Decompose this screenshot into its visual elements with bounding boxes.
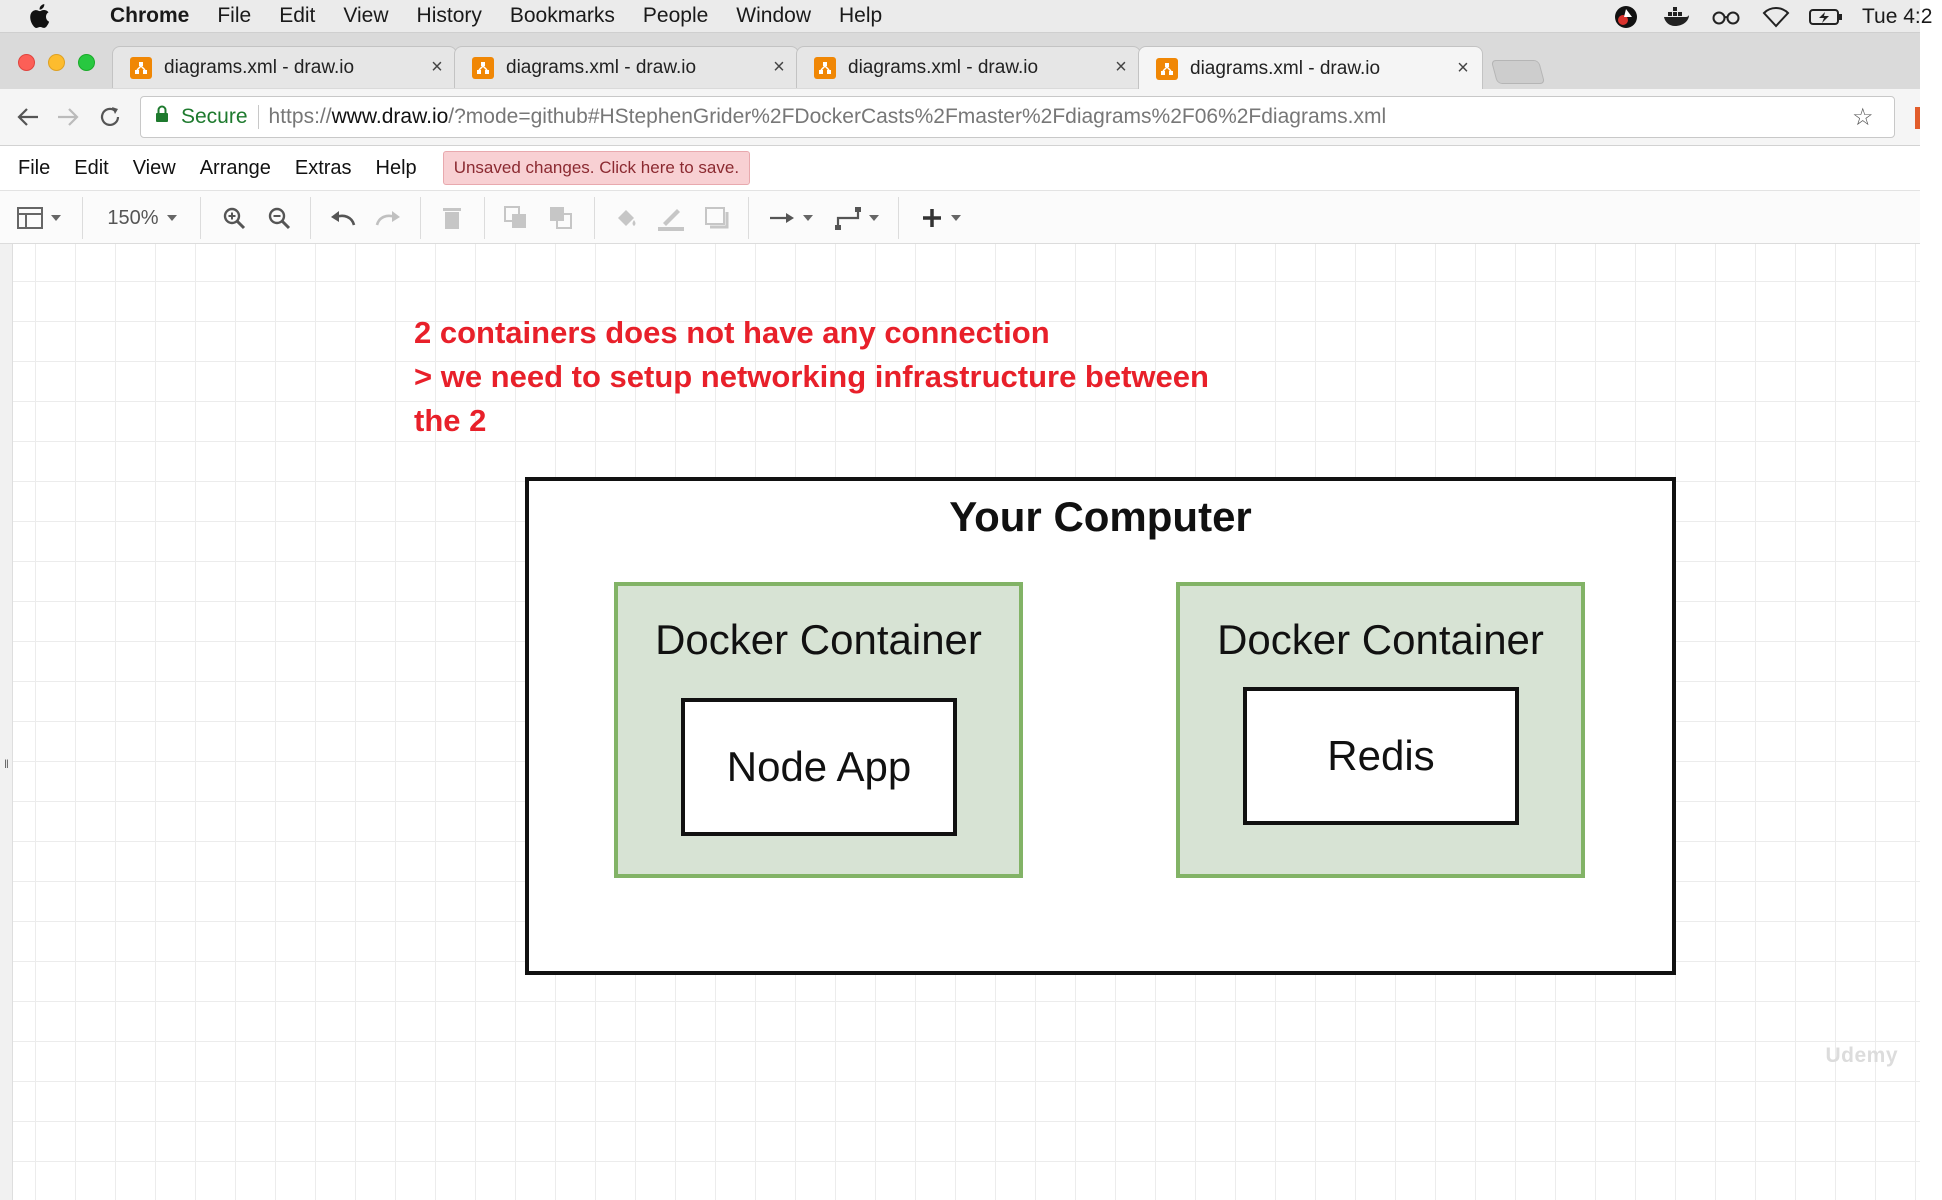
format-panel-toggle-icon[interactable] (14, 204, 64, 232)
address-bar[interactable]: Secure https://www.draw.io/?mode=github#… (140, 96, 1895, 138)
tab-close-icon[interactable]: × (1115, 56, 1127, 78)
waypoints-icon[interactable] (832, 204, 882, 232)
docker-container-label: Docker Container (1217, 616, 1544, 663)
annotation-line-3: the 2 (414, 403, 487, 438)
glasses-icon[interactable] (1712, 5, 1740, 29)
drawio-favicon-icon (472, 56, 494, 79)
your-computer-title: Your Computer (949, 493, 1252, 540)
menu-history[interactable]: History (416, 4, 482, 27)
toolbar-divider (82, 197, 83, 239)
fill-color-icon[interactable] (612, 204, 640, 232)
browser-tab-4-active[interactable]: diagrams.xml - draw.io × (1138, 46, 1483, 90)
tab-title: diagrams.xml - draw.io (848, 56, 1039, 78)
zoom-select[interactable]: 150% (100, 204, 184, 232)
new-tab-button[interactable] (1490, 60, 1546, 84)
extension-icon[interactable] (1915, 107, 1920, 129)
drag-handle-icon[interactable]: ‖ (4, 757, 9, 771)
battery-icon[interactable] (1809, 5, 1842, 29)
toolbar-divider (200, 197, 201, 239)
toolbar-divider (748, 197, 749, 239)
toolbar-divider (310, 197, 311, 239)
drawio-favicon-icon (1156, 57, 1178, 80)
toolbar-divider (484, 197, 485, 239)
browser-tab-3[interactable]: diagrams.xml - draw.io × (796, 46, 1141, 88)
window-close-button[interactable] (18, 54, 35, 71)
tab-close-icon[interactable]: × (773, 56, 785, 78)
docker-whale-icon[interactable] (1662, 5, 1690, 29)
unsaved-changes-notice[interactable]: Unsaved changes. Click here to save. (442, 151, 751, 185)
url-path: /?mode=github#HStephenGrider%2FDockerCas… (448, 105, 1387, 128)
annotation-line-1: 2 containers does not have any connectio… (414, 315, 1050, 350)
tab-close-icon[interactable]: × (1457, 57, 1469, 79)
tab-title: diagrams.xml - draw.io (1190, 57, 1381, 79)
docker-container-box-2[interactable]: Docker Container Redis (1176, 582, 1585, 878)
os-menubar: Chrome File Edit View History Bookmarks … (0, 0, 1932, 33)
toolbar-divider (898, 197, 899, 239)
connection-style-icon[interactable] (766, 204, 816, 232)
docker-container-label: Docker Container (655, 616, 982, 663)
drawio-toolbar: 150% (0, 190, 1920, 244)
divider (257, 105, 259, 129)
drawio-menu-view[interactable]: View (132, 156, 176, 179)
docker-container-box-1[interactable]: Docker Container Node App (614, 582, 1023, 878)
url-host: www.draw.io (331, 105, 449, 128)
menu-window[interactable]: Window (736, 4, 811, 27)
window-minimize-button[interactable] (48, 54, 65, 71)
reload-icon[interactable] (96, 103, 124, 131)
tab-title: diagrams.xml - draw.io (164, 56, 355, 78)
annotation-text[interactable]: 2 containers does not have any connectio… (414, 311, 1314, 443)
menubar-clock[interactable]: Tue 4:2 (1862, 4, 1933, 28)
tab-close-icon[interactable]: × (431, 56, 443, 78)
tab-title: diagrams.xml - draw.io (506, 56, 697, 78)
drawio-menu-edit[interactable]: Edit (74, 156, 109, 179)
to-front-icon[interactable] (502, 204, 530, 232)
toolbar-divider (420, 197, 421, 239)
lock-icon[interactable] (155, 105, 173, 129)
annotation-line-2: > we need to setup networking infrastruc… (414, 359, 1209, 394)
drawio-favicon-icon (130, 56, 152, 79)
menu-bookmarks[interactable]: Bookmarks (509, 4, 615, 27)
browser-toolbar: Secure https://www.draw.io/?mode=github#… (0, 89, 1920, 146)
shadow-icon[interactable] (703, 204, 731, 232)
zoom-value: 150% (107, 206, 159, 229)
delete-trash-icon[interactable] (438, 204, 466, 232)
udemy-watermark: Udemy (1825, 1044, 1898, 1067)
insert-plus-icon[interactable] (916, 204, 966, 232)
your-computer-box[interactable]: Your Computer Docker Container Node App … (525, 477, 1676, 975)
redis-box[interactable]: Redis (1243, 687, 1519, 825)
drawio-menu-arrange[interactable]: Arrange (199, 156, 271, 179)
node-app-box[interactable]: Node App (681, 698, 957, 836)
menu-app-chrome[interactable]: Chrome (110, 4, 190, 27)
toolbar-divider (594, 197, 595, 239)
drawio-menubar: File Edit View Arrange Extras Help Unsav… (0, 146, 1920, 190)
drawio-favicon-icon (814, 56, 836, 79)
wifi-icon[interactable] (1762, 5, 1790, 29)
zoom-out-icon[interactable] (265, 204, 293, 232)
sidebar-collapse-handle[interactable]: ‖ (0, 244, 13, 1200)
drawio-menu-extras[interactable]: Extras (294, 156, 352, 179)
menu-view[interactable]: View (343, 4, 389, 27)
zoom-in-icon[interactable] (220, 204, 248, 232)
screen-recorder-icon[interactable] (1612, 5, 1640, 29)
redo-icon[interactable] (373, 204, 403, 232)
forward-arrow-icon[interactable] (54, 103, 82, 131)
undo-icon[interactable] (328, 204, 358, 232)
browser-tab-2[interactable]: diagrams.xml - draw.io × (454, 46, 799, 88)
apple-icon[interactable] (28, 0, 68, 33)
menu-file[interactable]: File (217, 4, 252, 27)
menu-edit[interactable]: Edit (279, 4, 316, 27)
drawio-menu-help[interactable]: Help (375, 156, 417, 179)
window-zoom-button[interactable] (78, 54, 95, 71)
menu-help[interactable]: Help (839, 4, 883, 27)
back-arrow-icon[interactable] (14, 103, 42, 131)
browser-tab-1[interactable]: diagrams.xml - draw.io × (112, 46, 457, 88)
to-back-icon[interactable] (547, 204, 575, 232)
url-prefix: https:// (268, 105, 332, 128)
url-text[interactable]: https://www.draw.io/?mode=github#HStephe… (269, 105, 1852, 129)
drawio-menu-file[interactable]: File (18, 156, 51, 179)
secure-label: Secure (181, 105, 248, 128)
bookmark-star-icon[interactable]: ☆ (1852, 103, 1874, 131)
line-color-icon[interactable] (656, 204, 686, 232)
menu-people[interactable]: People (642, 4, 709, 27)
